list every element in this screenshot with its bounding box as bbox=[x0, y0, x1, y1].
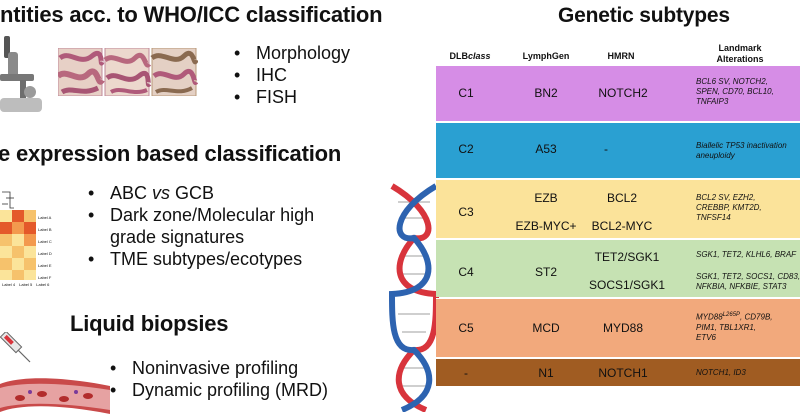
syringe-blood-icon bbox=[0, 332, 110, 414]
cell-alterations-n1: NOTCH1, ID3 bbox=[696, 368, 746, 377]
cell-hmrn-myd88: MYD88 bbox=[602, 321, 643, 335]
cell-hmrn-bcl2-myc: BCL2-MYC bbox=[591, 219, 653, 233]
tissue-image-2 bbox=[103, 48, 152, 96]
cell-dlbclass-c2: C2 bbox=[458, 142, 474, 156]
heatmap-row-label: Label F bbox=[38, 275, 52, 280]
subtype-band-c3 bbox=[436, 179, 800, 238]
cell-hmrn-notch2: NOTCH2 bbox=[598, 86, 648, 100]
tissue-image-1 bbox=[58, 48, 105, 96]
cell-dlbclass-c1: C1 bbox=[458, 86, 474, 100]
heatmap-dendrogram bbox=[2, 191, 14, 209]
cell-hmrn-socs1-sgk1: SOCS1/SGK1 bbox=[588, 278, 666, 292]
subtype-band-c5 bbox=[436, 298, 800, 357]
section-title-who-icc: entities acc. to WHO/ICC classification bbox=[0, 2, 383, 27]
blood-vessel-icon bbox=[0, 378, 110, 414]
heatmap-row-label: Label E bbox=[38, 263, 52, 268]
bullet-dynamic: Dynamic profiling (MRD) bbox=[110, 379, 328, 401]
bullet-abc-vs-gcb: ABC vs GCB bbox=[88, 182, 388, 204]
cell-hmrn-notch1: NOTCH1 bbox=[598, 366, 648, 380]
cell-lymphgen-st2: ST2 bbox=[534, 265, 557, 279]
cell-alterations-c1: BCL6 SV, NOTCH2, SPEN, CD70, BCL10, TNFA… bbox=[696, 77, 774, 106]
section-title-gene-expression: e expression based classification bbox=[0, 141, 342, 166]
cell-lymphgen-bn2: BN2 bbox=[534, 86, 558, 100]
cell-alterations-c4a: SGK1, TET2, KLHL6, BRAF bbox=[696, 250, 797, 259]
dna-strand-blue bbox=[388, 183, 438, 412]
bullet-noninvasive: Noninvasive profiling bbox=[110, 357, 328, 379]
syringe-icon bbox=[0, 332, 31, 363]
header-hmrn: HMRN bbox=[607, 51, 635, 61]
subtype-band-n1 bbox=[436, 358, 800, 386]
cell-hmrn-bcl2: BCL2 bbox=[606, 191, 638, 205]
heatmap-cells bbox=[0, 210, 36, 280]
cell-lymphgen-mcd: MCD bbox=[532, 321, 560, 335]
bullet-fish: FISH bbox=[234, 86, 350, 108]
header-lymphgen: LymphGen bbox=[522, 51, 570, 61]
bullet-morphology: Morphology bbox=[234, 42, 350, 64]
cell-lymphgen-ezb: EZB bbox=[534, 191, 558, 205]
heatmap-col-label: Label 5 bbox=[19, 282, 33, 287]
section-title-liquid-biopsies: Liquid biopsies bbox=[70, 311, 229, 336]
cell-alterations-c2: Biallelic TP53 inactivation aneuploidy bbox=[696, 141, 787, 160]
dna-helix-icon bbox=[388, 183, 440, 412]
microscope-icon bbox=[0, 36, 42, 112]
cell-dlbclass-none: - bbox=[464, 366, 468, 380]
vs-italic: vs bbox=[152, 183, 171, 203]
cell-alterations-c3: BCL2 SV, EZH2, CREBBP, KMT2D, TNFSF14 bbox=[696, 193, 762, 222]
liquid-biopsy-bullets: Noninvasive profiling Dynamic profiling … bbox=[110, 357, 328, 401]
heatmap-row-label: Label A bbox=[38, 215, 52, 220]
bullet-ihc: IHC bbox=[234, 64, 350, 86]
gene-expression-bullets: ABC vs GCB Dark zone/Molecular highgrade… bbox=[88, 182, 388, 270]
genetic-subtypes-title: Genetic subtypes bbox=[558, 4, 730, 27]
heatmap-row-label: Label D bbox=[38, 251, 52, 256]
cell-alterations-c5: MYD88L265P, CD79B, PIM1, TBL1XR1, ETV6 bbox=[696, 312, 773, 342]
who-icc-bullets: Morphology IHC FISH bbox=[234, 42, 350, 108]
heatmap-row-label: Label B bbox=[38, 227, 52, 232]
cell-hmrn-none: - bbox=[604, 142, 608, 156]
header-dlbclass: DLBclass bbox=[449, 51, 491, 61]
cell-lymphgen-n1: N1 bbox=[538, 366, 554, 380]
cell-dlbclass-c5: C5 bbox=[458, 321, 474, 335]
heatmap-row-label: Label C bbox=[38, 239, 52, 244]
heatmap-col-label: Label 4 bbox=[2, 282, 16, 287]
tissue-image-3 bbox=[150, 48, 198, 96]
cell-dlbclass-c4: C4 bbox=[458, 265, 474, 279]
cell-dlbclass-c3: C3 bbox=[458, 205, 474, 219]
heatmap-col-label: Label 6 bbox=[36, 282, 50, 287]
subtype-band-c4 bbox=[436, 239, 800, 297]
histology-images bbox=[58, 48, 198, 96]
cell-alterations-c4b: SGK1, TET2, SOCS1, CD83, NFKBIA, NFKBIE,… bbox=[696, 272, 800, 291]
subtype-band-c1 bbox=[436, 65, 800, 121]
cell-lymphgen-ezb-myc: EZB-MYC+ bbox=[515, 219, 577, 233]
bullet-tme: TME subtypes/ecotypes bbox=[88, 248, 388, 270]
cell-lymphgen-a53: A53 bbox=[535, 142, 557, 156]
heatmap-figure: Label A Label B Label C Label D Label E … bbox=[0, 182, 56, 292]
dna-strand-red bbox=[390, 183, 440, 412]
cell-hmrn-tet2-sgk1: TET2/SGK1 bbox=[594, 250, 660, 264]
subtype-band-c2 bbox=[436, 122, 800, 178]
